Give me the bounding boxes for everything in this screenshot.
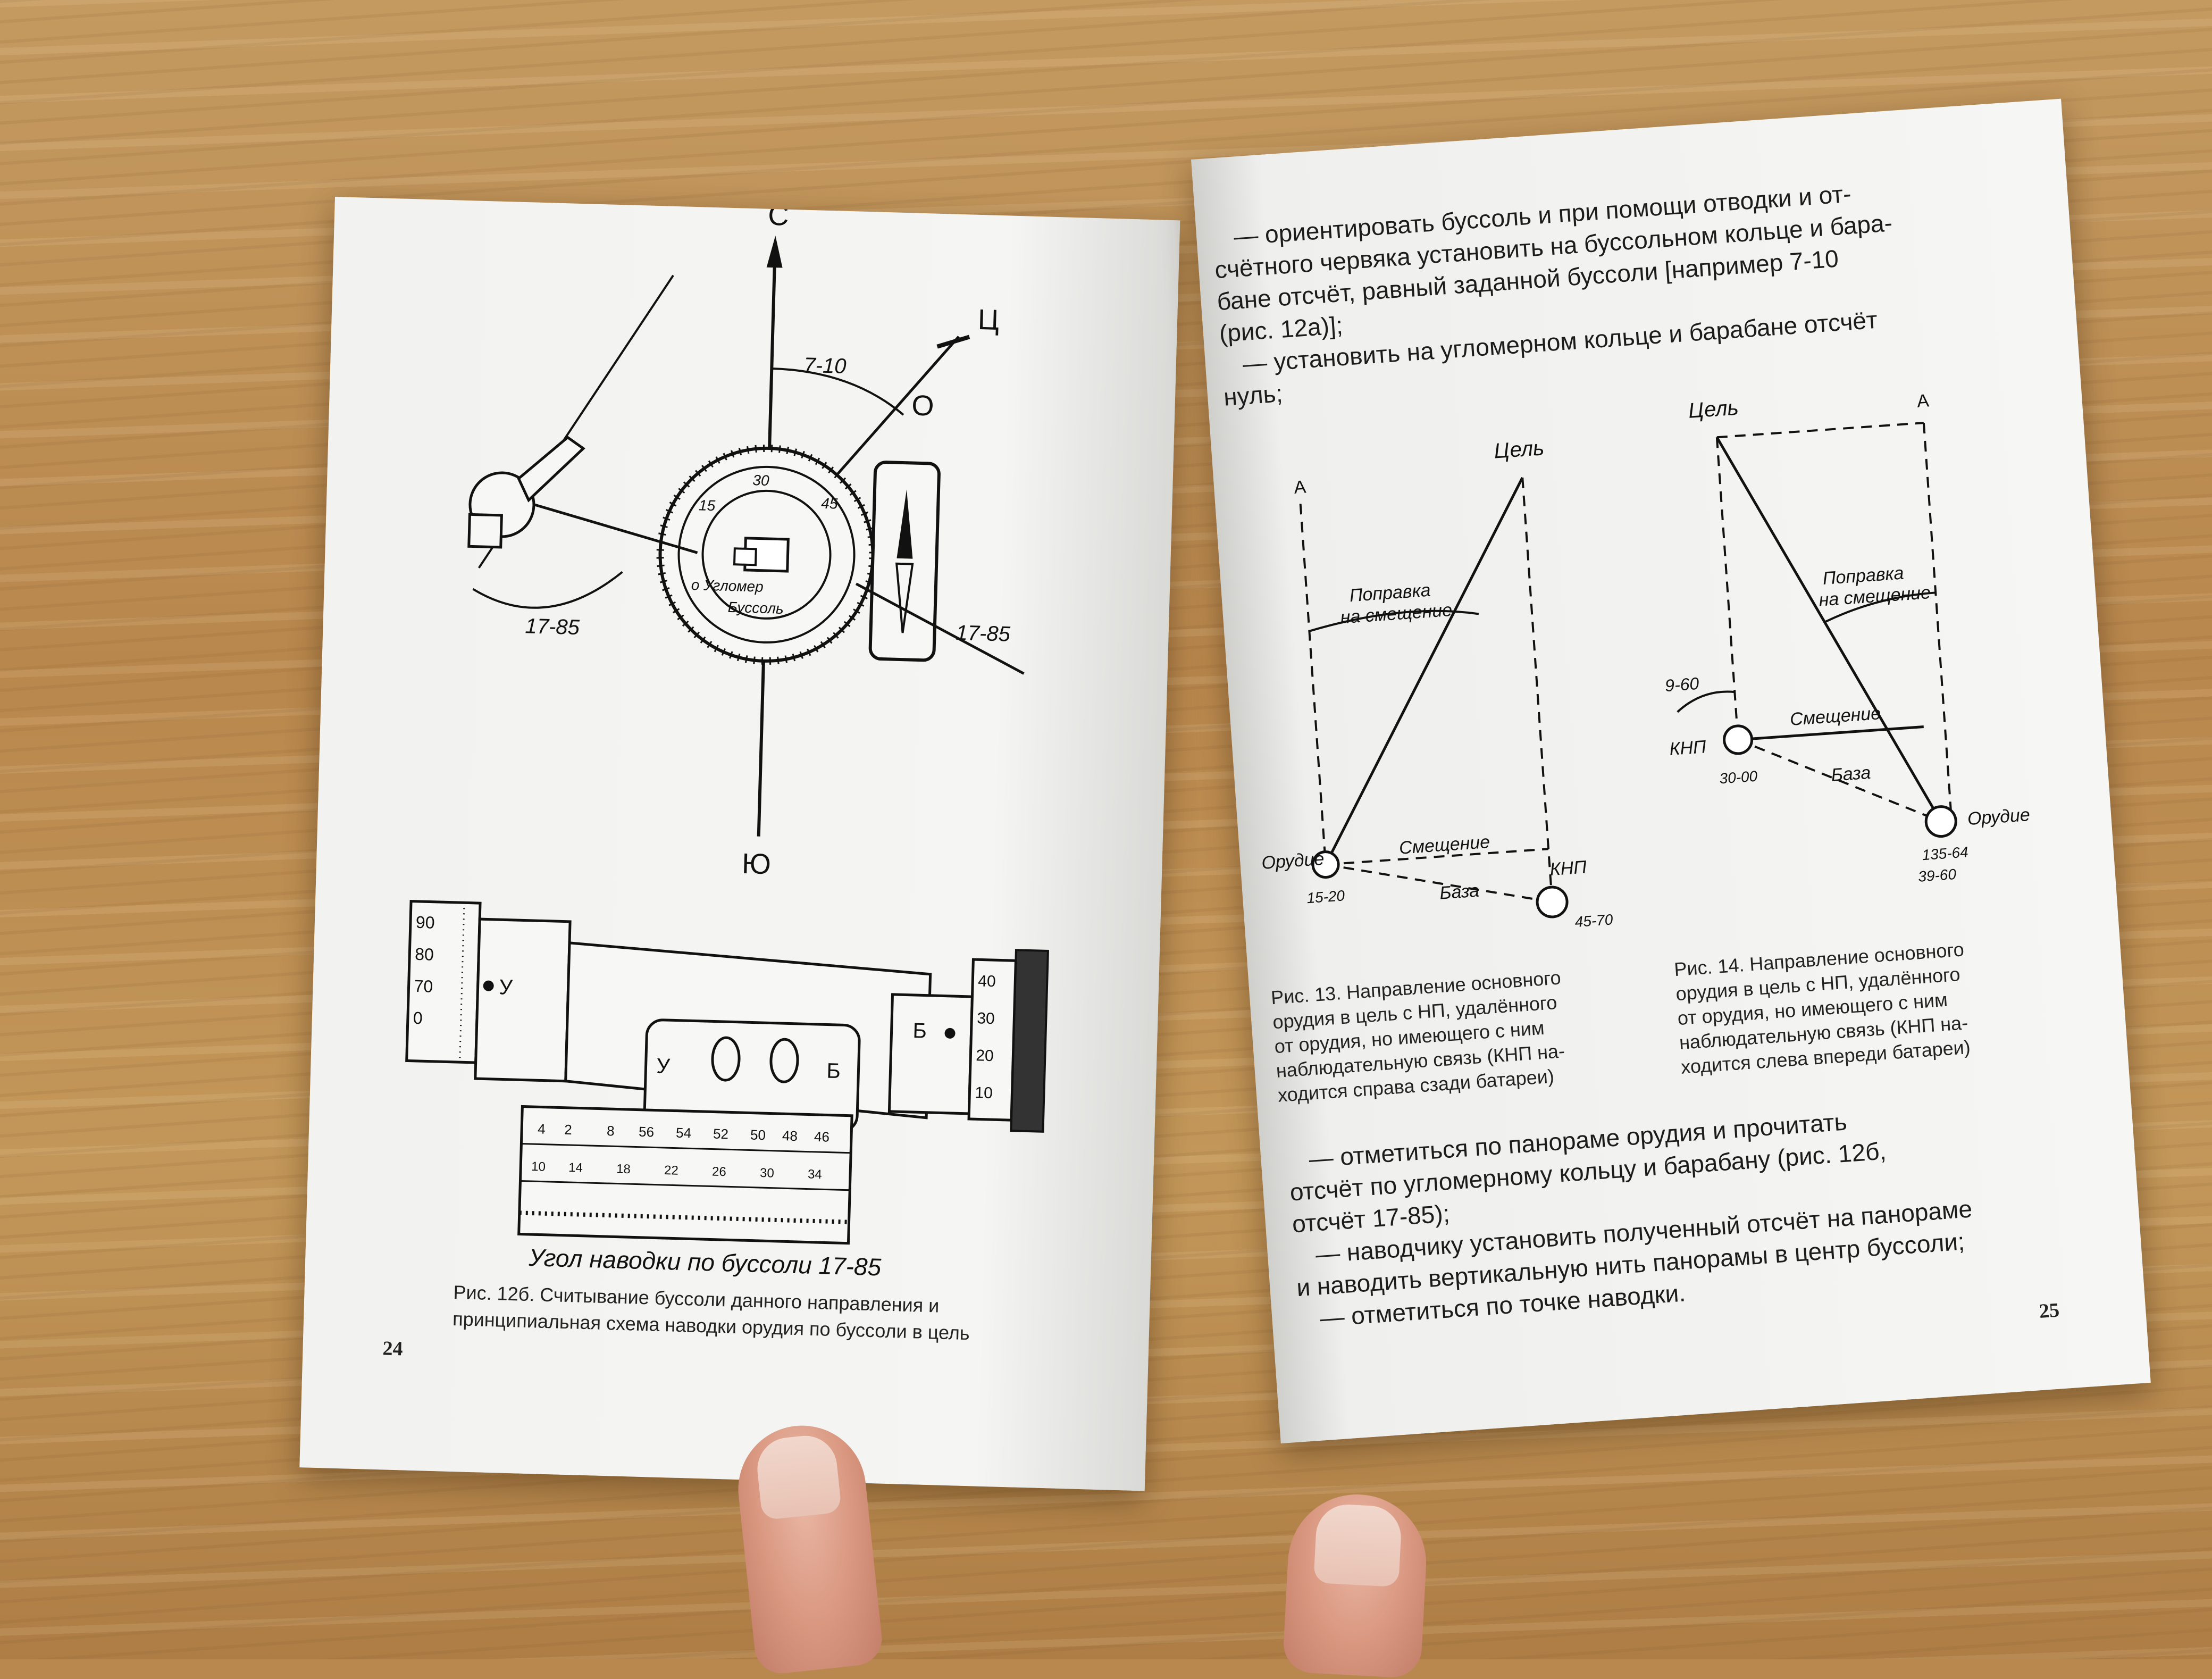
svg-text:26: 26 — [712, 1165, 726, 1180]
goniometer-figure: 90 80 70 0 У У Б Б 40 30 20 10 4 2 8 56 … — [405, 899, 1049, 1245]
svg-text:Орудие: Орудие — [1261, 849, 1325, 873]
svg-text:20: 20 — [976, 1047, 994, 1065]
svg-text:14: 14 — [568, 1160, 583, 1175]
svg-text:52: 52 — [713, 1126, 729, 1142]
svg-text:80: 80 — [415, 945, 434, 964]
text-top-line-6: нуль; — [1222, 379, 1284, 411]
svg-text:База: База — [1439, 881, 1480, 904]
marker-y: У — [499, 975, 513, 999]
fingernail-right — [1313, 1503, 1403, 1588]
svg-text:А: А — [1293, 477, 1307, 498]
svg-text:А: А — [1916, 390, 1930, 412]
svg-text:30-00: 30-00 — [1719, 768, 1758, 787]
svg-text:56: 56 — [639, 1124, 655, 1140]
svg-text:30: 30 — [760, 1166, 774, 1181]
svg-text:о Угломер: о Угломер — [691, 577, 764, 595]
origin-label: О — [911, 389, 935, 422]
finger-right — [1282, 1491, 1430, 1679]
svg-text:70: 70 — [414, 976, 433, 996]
svg-text:22: 22 — [664, 1163, 678, 1178]
svg-text:4: 4 — [538, 1121, 546, 1137]
right-page: — ориентировать буссоль и при помощи отв… — [1191, 98, 2151, 1444]
page-number-left: 24 — [382, 1337, 404, 1360]
svg-text:Б: Б — [826, 1059, 841, 1083]
svg-text:45: 45 — [821, 495, 838, 512]
figure-13: А Цель Поправка на смещение Орудие Смеще… — [1261, 436, 1614, 930]
angle-left-label: 17-85 — [525, 614, 580, 639]
svg-text:Цель: Цель — [1688, 396, 1739, 422]
south-label: Ю — [741, 848, 771, 881]
svg-text:39-60: 39-60 — [1917, 866, 1957, 885]
svg-text:КНП: КНП — [1669, 737, 1707, 759]
svg-text:30: 30 — [977, 1009, 995, 1028]
marker-b: Б — [912, 1019, 927, 1043]
svg-text:КНП: КНП — [1549, 857, 1587, 880]
svg-text:90: 90 — [415, 913, 435, 932]
svg-text:Цель: Цель — [1493, 436, 1545, 463]
svg-text:30: 30 — [752, 472, 769, 489]
svg-text:0: 0 — [413, 1008, 423, 1028]
svg-text:2: 2 — [564, 1122, 572, 1138]
svg-text:10: 10 — [531, 1159, 546, 1174]
svg-text:Смещение: Смещение — [1789, 703, 1881, 730]
svg-text:46: 46 — [814, 1129, 830, 1145]
svg-text:18: 18 — [616, 1162, 631, 1176]
svg-text:15-20: 15-20 — [1306, 887, 1345, 906]
svg-text:40: 40 — [978, 972, 996, 990]
svg-text:База: База — [1830, 763, 1871, 786]
svg-text:15: 15 — [699, 497, 716, 514]
svg-text:135-64: 135-64 — [1921, 843, 1968, 863]
svg-text:Орудие: Орудие — [1967, 805, 2031, 829]
svg-text:9-60: 9-60 — [1664, 674, 1700, 695]
page-number-right: 25 — [2038, 1299, 2060, 1323]
svg-text:У: У — [656, 1055, 671, 1079]
svg-text:10: 10 — [975, 1084, 993, 1102]
svg-text:48: 48 — [782, 1127, 798, 1144]
svg-text:34: 34 — [808, 1167, 822, 1182]
svg-text:54: 54 — [676, 1125, 692, 1141]
fingernail-left — [754, 1432, 842, 1521]
svg-text:50: 50 — [750, 1127, 766, 1143]
compass-figure: С Ю Ц О 7-10 30 45 15 о Угломер Буссоль … — [467, 199, 1025, 881]
left-page: С Ю Ц О 7-10 30 45 15 о Угломер Буссоль … — [299, 197, 1180, 1491]
angle-right-label: 17-85 — [956, 621, 1011, 646]
figure-14: Цель А Поправка на смещение 9-60 КНП Сме… — [1664, 390, 2031, 885]
svg-text:45-70: 45-70 — [1574, 911, 1614, 930]
target-label: Ц — [977, 304, 1000, 336]
svg-text:8: 8 — [607, 1123, 615, 1139]
svg-text:Буссоль: Буссоль — [727, 599, 784, 617]
angle-top-label: 7-10 — [803, 354, 847, 378]
